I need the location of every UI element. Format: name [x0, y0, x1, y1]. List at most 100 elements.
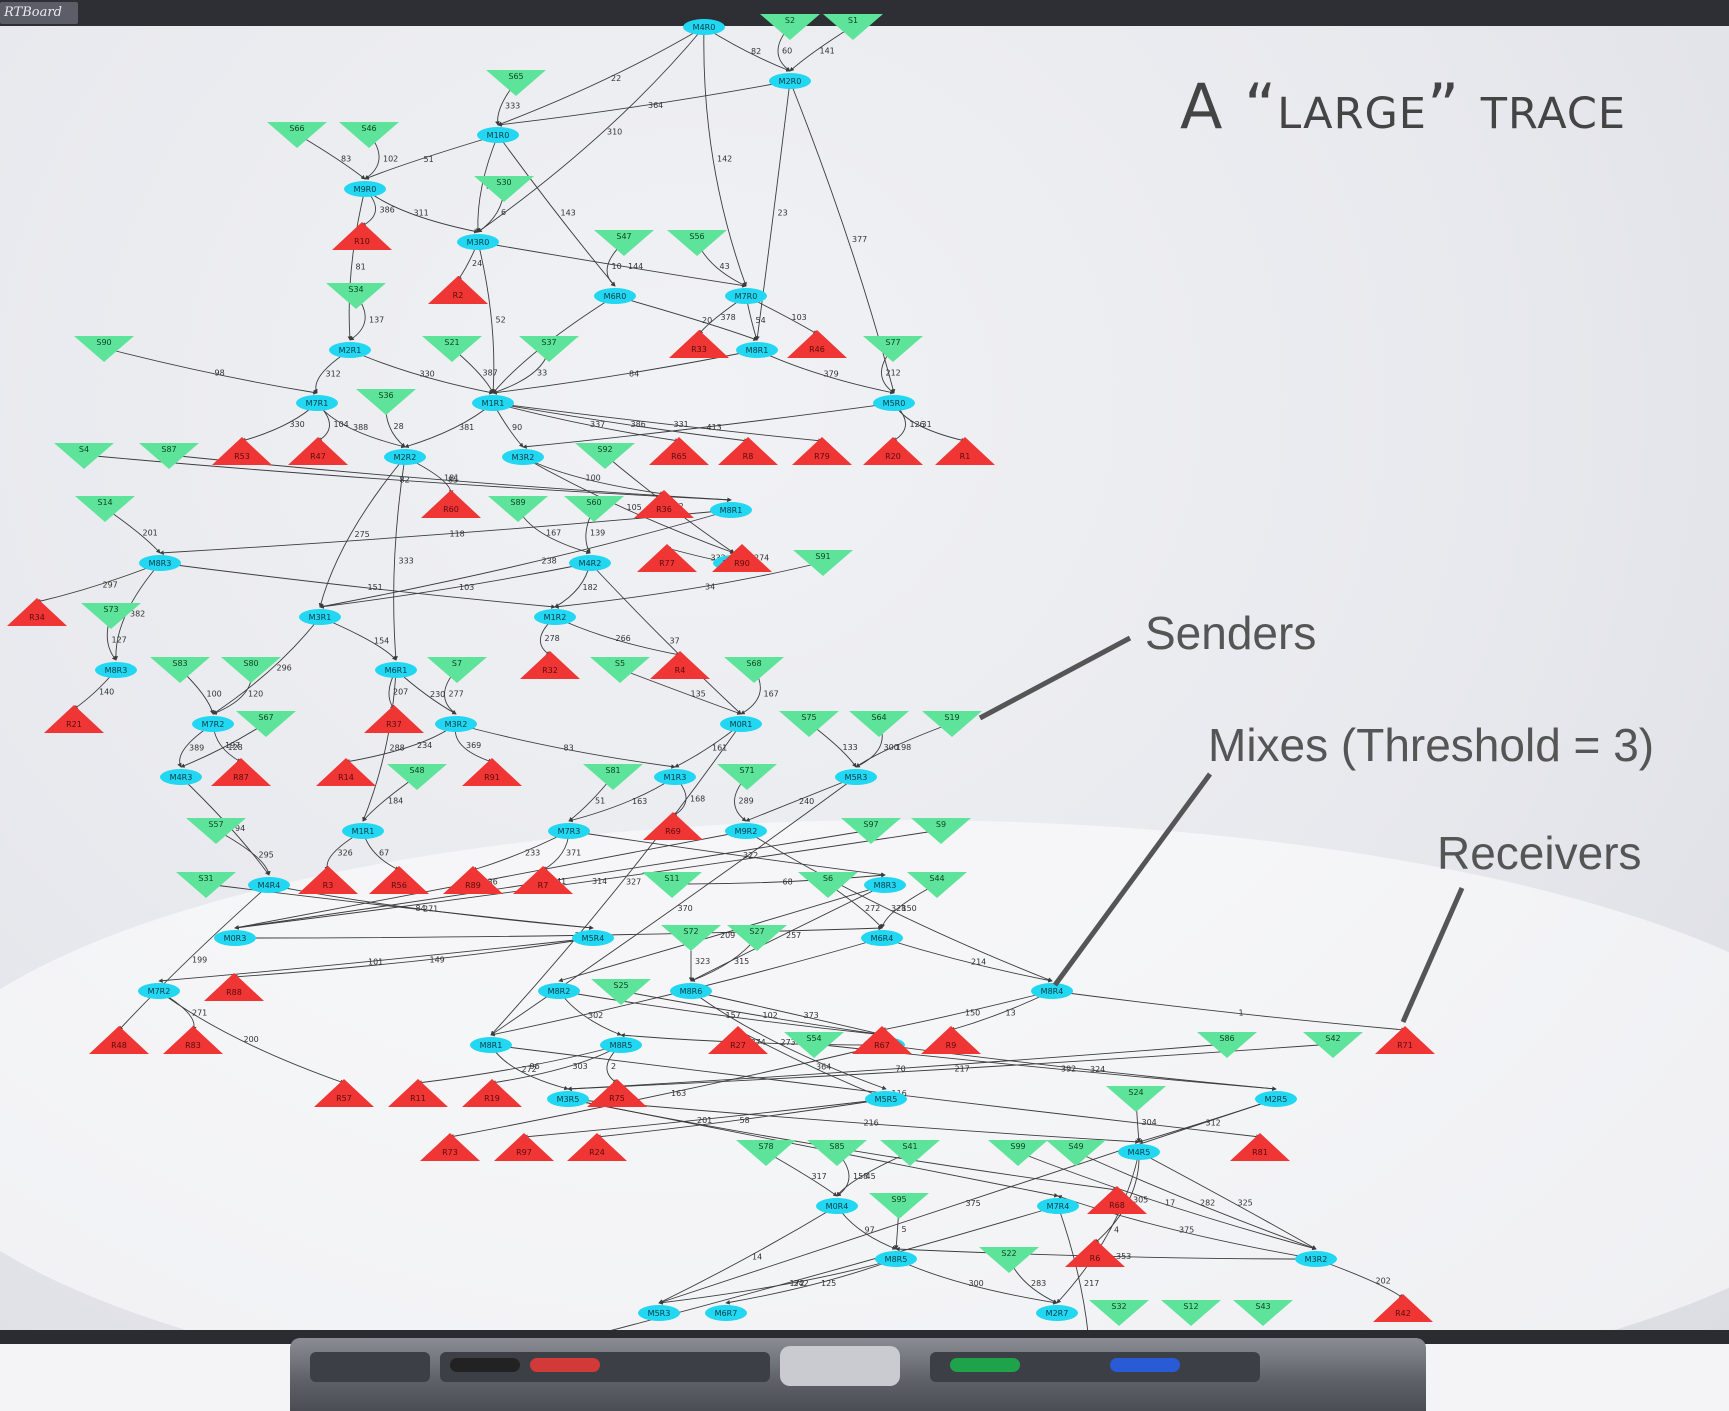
edge-label: 140 — [99, 688, 114, 697]
edge-label: 375 — [1179, 1226, 1194, 1235]
edge-label: 369 — [466, 741, 481, 750]
edge-label: 305 — [1133, 1196, 1148, 1205]
receiver-node — [428, 276, 488, 304]
edge-label: 157 — [726, 1011, 741, 1020]
edge-label: 274 — [754, 554, 769, 563]
graph-edge — [158, 990, 345, 1084]
sender-label: S68 — [746, 659, 761, 668]
graph-edge — [492, 402, 680, 443]
sender-label: S5 — [615, 659, 625, 668]
mix-node — [472, 395, 514, 411]
sender-node — [575, 443, 635, 469]
graph-edge — [318, 456, 406, 608]
graph-edge — [158, 937, 594, 983]
graph-edge — [567, 1043, 1228, 1092]
green-pen[interactable] — [950, 1358, 1020, 1372]
receiver-label: R7 — [538, 881, 549, 890]
edge-label: 83 — [341, 155, 351, 164]
receiver-label: R4 — [675, 666, 686, 675]
edge-label: 381 — [459, 423, 474, 432]
graph-edge — [477, 241, 496, 394]
receiver-node — [443, 866, 503, 894]
receiver-label: R33 — [691, 345, 707, 354]
edge-label: 323 — [695, 957, 710, 966]
graph-edge — [497, 80, 791, 127]
sender-node — [488, 496, 548, 522]
edge-label: 266 — [616, 634, 631, 643]
sender-node — [326, 283, 386, 309]
receiver-node — [462, 1079, 522, 1107]
edge-label: 96 — [530, 1062, 540, 1071]
graph-edge — [725, 1258, 897, 1305]
graph-edge — [690, 990, 885, 1037]
sender-label: S67 — [258, 713, 273, 722]
edge-label: 101 — [368, 958, 383, 967]
edge-label: 312 — [326, 370, 341, 379]
edge-label: 34 — [705, 583, 715, 592]
graph-edge — [1057, 1195, 1317, 1260]
sender-label: S64 — [871, 713, 886, 722]
edge-label: 327 — [626, 878, 641, 887]
mix-label: M0R1 — [730, 720, 753, 729]
receiver-label: R34 — [29, 613, 45, 622]
receiver-label: R91 — [484, 773, 500, 782]
receiver-label: R2 — [453, 291, 464, 300]
sender-label: S65 — [508, 72, 523, 81]
receiver-node — [1087, 1186, 1147, 1214]
edge-label: 28 — [394, 422, 404, 431]
receiver-label: R3 — [323, 881, 334, 890]
edge-label: 163 — [632, 797, 647, 806]
edge-label: 200 — [244, 1035, 259, 1044]
edge-label: 10 — [612, 262, 622, 271]
edge-label: 22 — [611, 74, 621, 83]
edge-label: 330 — [420, 370, 435, 379]
receiver-label: R10 — [354, 237, 370, 246]
sender-node — [667, 230, 727, 256]
mix-label: M8R3 — [105, 666, 128, 675]
mix-node — [670, 983, 712, 999]
mix-node — [248, 877, 290, 893]
receiver-label: R37 — [386, 720, 402, 729]
sender-node — [176, 872, 236, 898]
mix-label: M3R0 — [467, 238, 490, 247]
receiver-label: R32 — [542, 666, 558, 675]
receiver-label: R19 — [484, 1094, 500, 1103]
blue-pen[interactable] — [1110, 1358, 1180, 1372]
mix-node — [296, 395, 338, 411]
edge-label: 67 — [379, 849, 389, 858]
graph-edge — [620, 990, 885, 1037]
graph-edge — [490, 723, 742, 1036]
sender-node — [1303, 1032, 1363, 1058]
graph-edge — [671, 873, 886, 885]
receiver-node — [708, 1026, 768, 1054]
eraser[interactable] — [780, 1346, 900, 1386]
graph-edge — [614, 295, 758, 341]
edge-label: 84 — [416, 904, 426, 913]
sender-label: S60 — [586, 498, 601, 507]
mix-label: M2R0 — [779, 77, 802, 86]
edge-label: 135 — [691, 690, 706, 699]
mix-label: M9R0 — [354, 185, 377, 194]
sender-label: S77 — [885, 338, 900, 347]
graph-edge — [492, 402, 749, 443]
mix-node — [1036, 1305, 1078, 1321]
receiver-node — [163, 1026, 223, 1054]
mix-node — [214, 930, 256, 946]
red-pen[interactable] — [530, 1358, 600, 1372]
sender-label: S34 — [348, 285, 363, 294]
receiver-node — [1065, 1239, 1125, 1267]
black-pen[interactable] — [450, 1358, 520, 1372]
sender-label: S12 — [1183, 1302, 1198, 1311]
graph-edge — [103, 347, 318, 395]
sender-node — [1106, 1086, 1166, 1112]
graph-edge — [568, 776, 676, 823]
receiver-label: R79 — [814, 452, 830, 461]
edge-label: 315 — [734, 957, 749, 966]
edge-label: 278 — [545, 634, 560, 643]
receiver-label: R87 — [233, 773, 249, 782]
graph-edge — [159, 562, 556, 609]
receiver-node — [935, 437, 995, 465]
graph-edge — [118, 884, 270, 1031]
receiver-node — [587, 1079, 647, 1107]
edge-label: 43 — [720, 262, 730, 271]
